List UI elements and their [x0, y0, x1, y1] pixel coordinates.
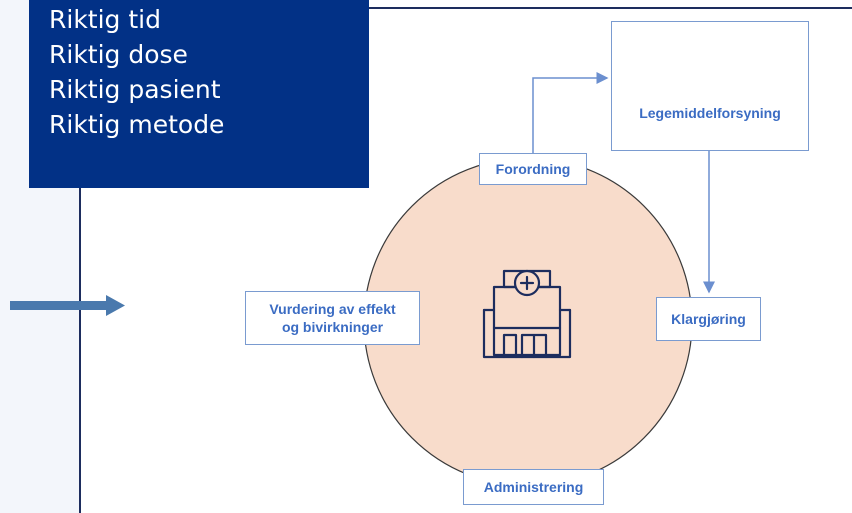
vertical-divider-line	[79, 188, 81, 513]
right-item-dose: Riktig dose	[49, 40, 188, 69]
stage-preparation-label: Klargjøring	[671, 311, 746, 327]
right-item-time: Riktig tid	[49, 5, 161, 34]
stage-evaluation: Vurdering av effekt og bivirkninger	[245, 291, 420, 345]
pointer-arrow	[10, 295, 125, 316]
stage-preparation: Klargjøring	[656, 297, 761, 341]
connector-ordination-to-supply	[532, 72, 609, 153]
hospital-icon	[482, 269, 572, 359]
stage-administration-label: Administrering	[483, 479, 584, 495]
stage-ordination-label: Forordning	[495, 161, 571, 177]
stage-evaluation-label-line1: Vurdering av effekt	[269, 301, 396, 317]
top-divider-line	[368, 7, 852, 9]
stage-administration: Administrering	[463, 469, 604, 505]
stage-evaluation-label-line2: og bivirkninger	[281, 319, 384, 335]
supply-label: Legemiddelforsyning	[639, 105, 781, 121]
right-item-method: Riktig metode	[49, 110, 225, 139]
supply-box: Legemiddelforsyning	[611, 21, 809, 151]
five-rights-box: Riktig tid Riktig dose Riktig pasient Ri…	[29, 0, 369, 188]
right-item-patient: Riktig pasient	[49, 75, 221, 104]
stage-ordination: Forordning	[479, 153, 587, 185]
